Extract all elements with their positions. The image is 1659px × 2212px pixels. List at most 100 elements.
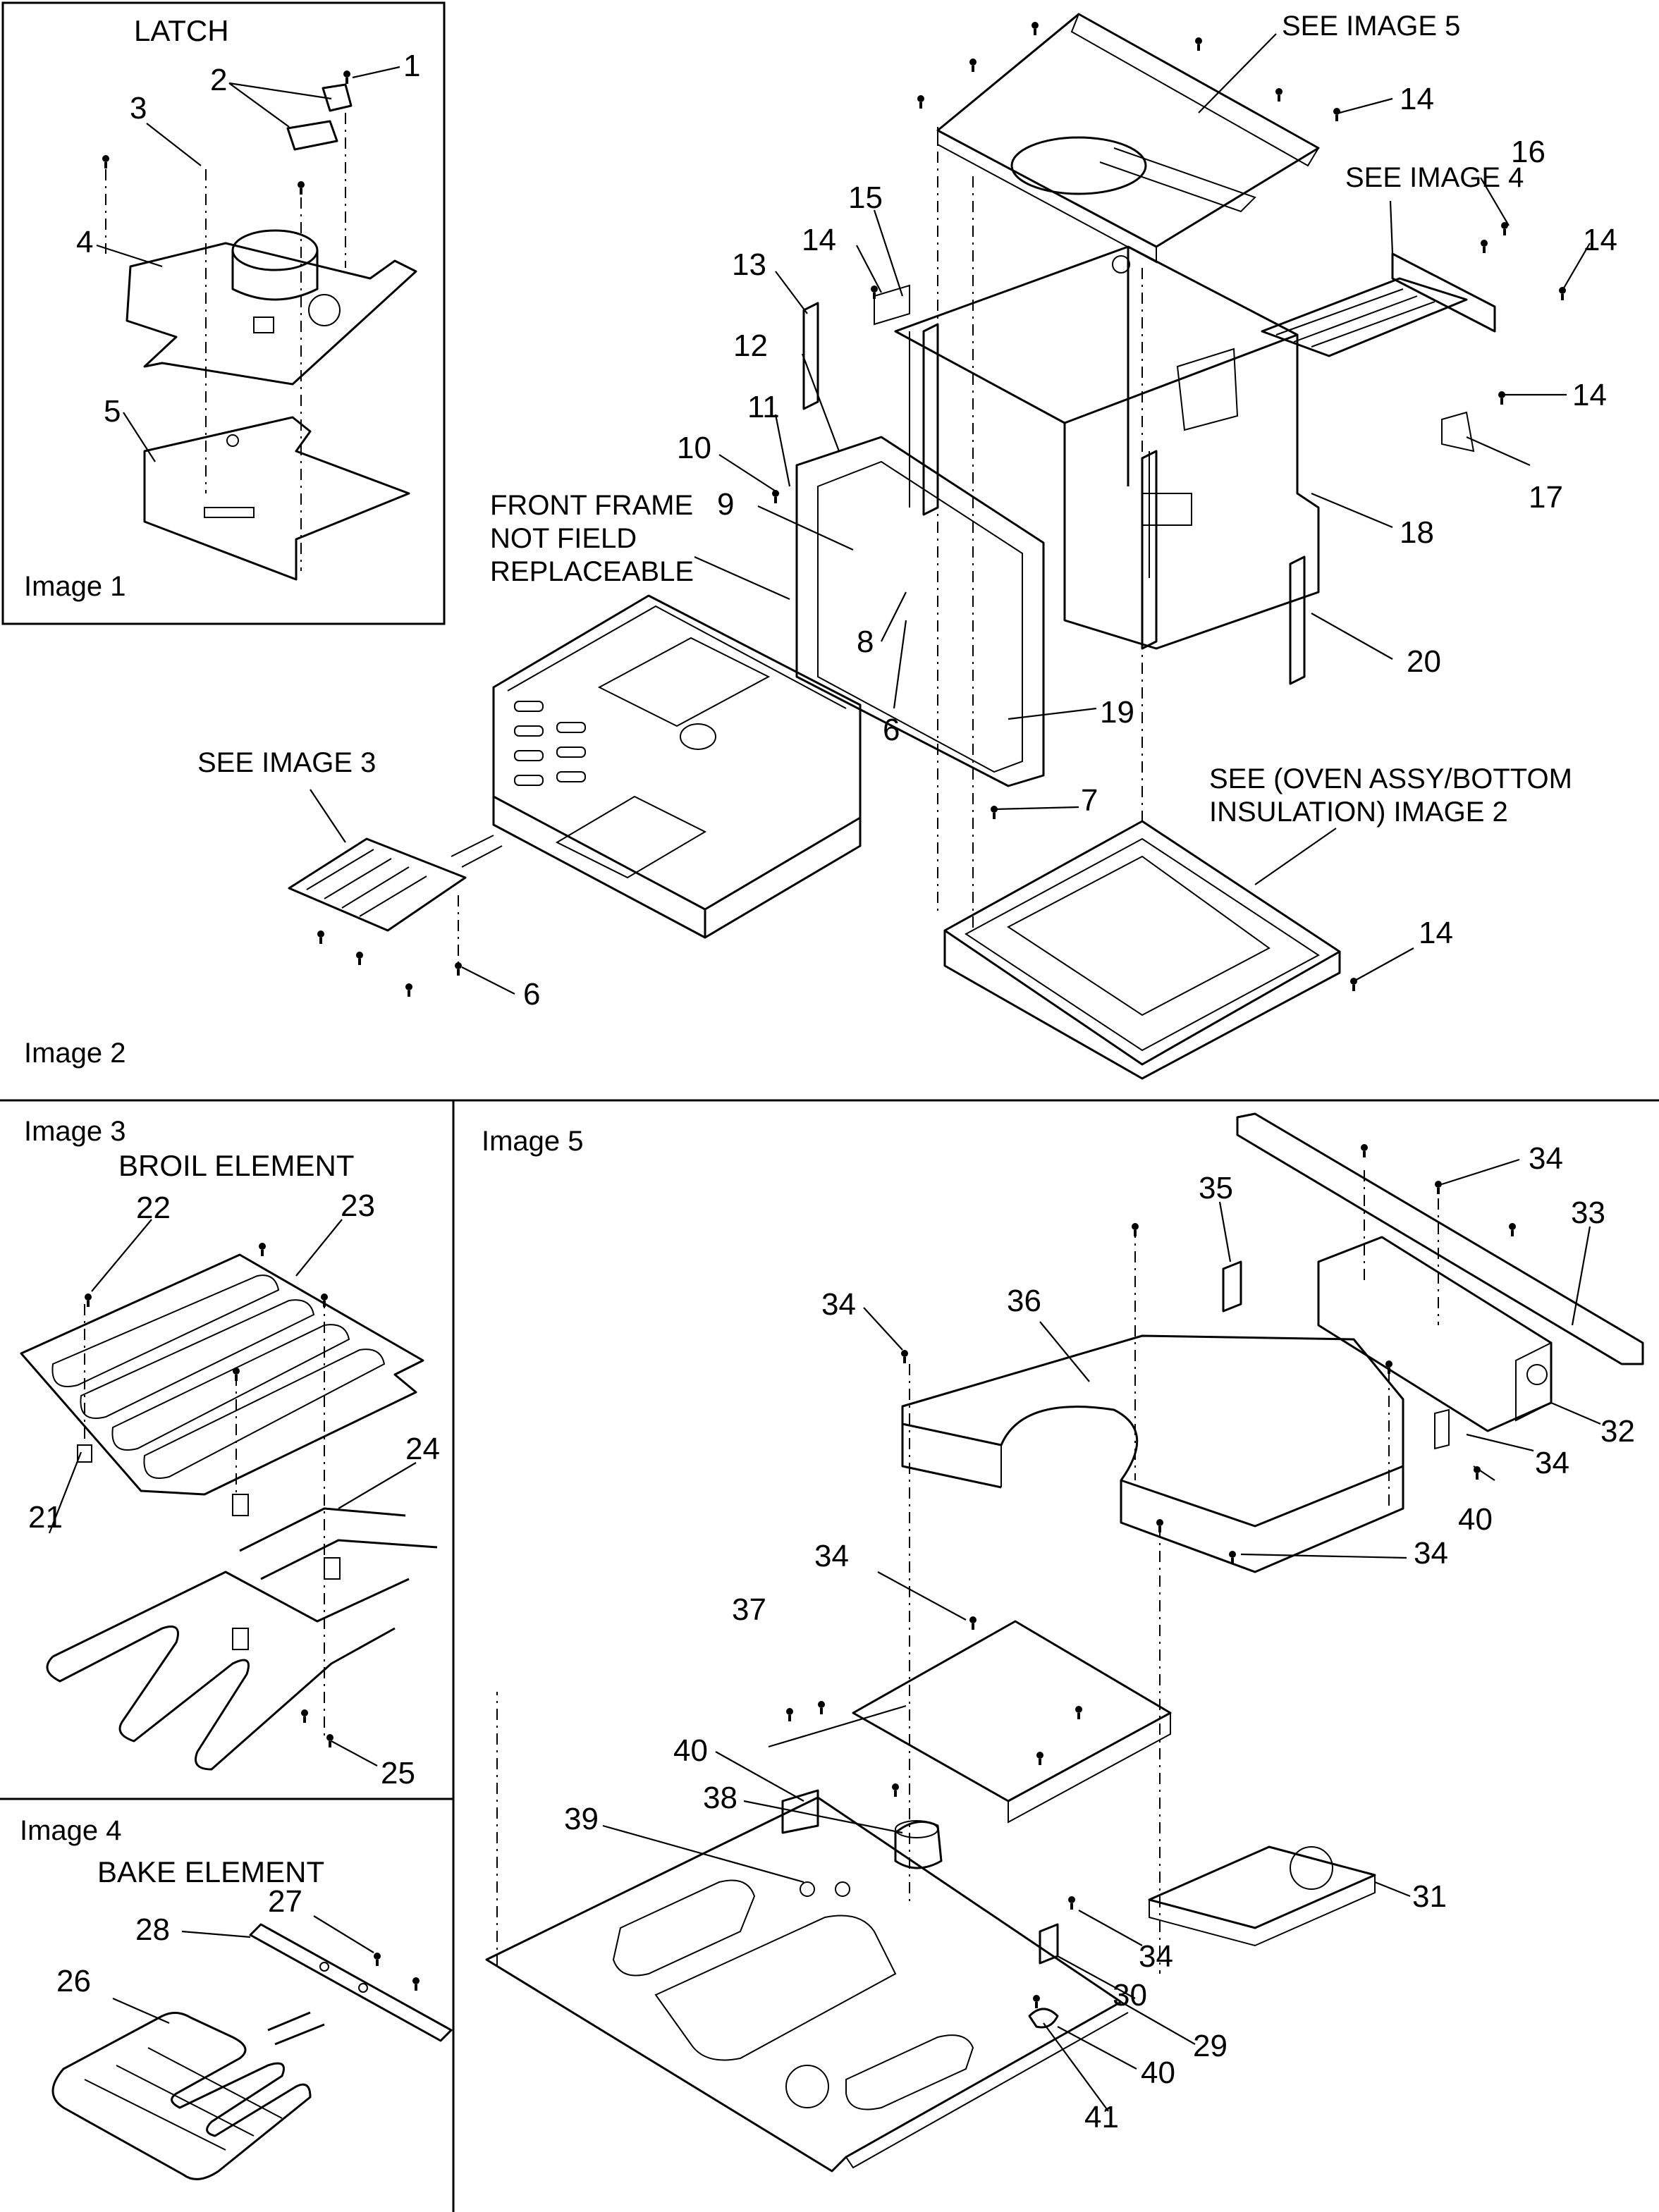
note-front-frame-1: FRONT FRAME (490, 490, 693, 521)
bracket-40-part (781, 1789, 819, 1834)
image4-title: BAKE ELEMENT (97, 1855, 324, 1888)
latch-motor-top (231, 229, 319, 271)
callout-18: 18 (1400, 515, 1434, 550)
left-rail-part (802, 302, 819, 410)
broil-reflector-channels (51, 1274, 386, 1479)
broil-element-small (288, 837, 467, 932)
latch-base-plate-part (143, 416, 410, 581)
right-rail-part (1289, 555, 1306, 685)
callout-34-b: 34 (821, 1287, 856, 1322)
bake-element-coil (51, 2012, 312, 2180)
callout-30: 30 (1113, 1978, 1147, 2013)
callout-14-a: 14 (1400, 82, 1434, 116)
callout-26: 26 (56, 1964, 91, 1998)
callout-14-c: 14 (1583, 223, 1617, 257)
callout-13: 13 (732, 247, 766, 282)
callout-29: 29 (1193, 2029, 1228, 2063)
callout-27: 27 (268, 1884, 302, 1919)
callout-33: 33 (1571, 1196, 1605, 1230)
image5-caption: Image 5 (482, 1126, 584, 1157)
callout-6-b: 6 (523, 977, 540, 1012)
broil-reflector-part (20, 1253, 424, 1496)
base-plate-part (485, 1796, 1122, 2173)
callout-34-f: 34 (1139, 1939, 1173, 1974)
image4-bake-element: Image 4 BAKE ELEMENT 28 27 26 (20, 1815, 453, 2180)
note-see-image-4: SEE IMAGE 4 (1345, 162, 1524, 193)
bottom-insulation-part (943, 820, 1341, 1066)
note-front-frame-2: NOT FIELD (490, 523, 637, 554)
callout-41: 41 (1084, 2100, 1119, 2134)
callout-20: 20 (1407, 644, 1441, 679)
bracket-35-part (1222, 1260, 1242, 1313)
callout-14-d: 14 (1572, 378, 1607, 412)
callout-2: 2 (210, 63, 227, 97)
callout-7: 7 (1081, 783, 1098, 818)
image1-caption: Image 1 (24, 571, 126, 602)
latch-plate-part (126, 242, 417, 386)
callout-17: 17 (1529, 480, 1563, 515)
callout-4: 4 (76, 225, 93, 259)
callout-34-c: 34 (1535, 1446, 1569, 1480)
callout-32: 32 (1600, 1414, 1635, 1449)
callout-38: 38 (703, 1781, 737, 1815)
callout-1: 1 (403, 49, 420, 83)
image3-broil-element: Image 3 BROIL ELEMENT 22 23 24 21 (20, 1116, 440, 1790)
callout-35: 35 (1199, 1171, 1233, 1205)
bake-element-terminals (267, 2011, 325, 2046)
air-duct-part (901, 1334, 1404, 1528)
callout-39: 39 (564, 1802, 599, 1836)
motor-38-part (894, 1820, 943, 1869)
thermostat-41-part (1028, 2008, 1059, 2029)
latch-motor-body (231, 250, 319, 301)
latch-switch-part (322, 83, 353, 112)
callout-40-b: 40 (673, 1733, 708, 1768)
image1-title: LATCH (134, 14, 229, 47)
broil-element-coil (46, 1571, 410, 1771)
note-see-oven-2: INSULATION) IMAGE 2 (1209, 797, 1508, 828)
callout-3: 3 (130, 91, 147, 125)
top-fan-opening (1010, 136, 1147, 195)
bracket-30-part (1039, 1923, 1059, 1965)
callout-22: 22 (136, 1191, 171, 1225)
channel-33-part (1236, 1112, 1644, 1365)
image1-frame (1, 1, 446, 625)
callout-10: 10 (677, 431, 711, 465)
bake-bracket-part (249, 1923, 453, 2042)
callout-16: 16 (1511, 135, 1545, 169)
bake-bracket-small (1391, 252, 1496, 333)
image2-caption: Image 2 (24, 1038, 126, 1069)
cover-plate-part (852, 1620, 1172, 1802)
image4-caption: Image 4 (20, 1815, 122, 1846)
image5-top-assembly: Image 5 (482, 1112, 1644, 2173)
cavity-side (1063, 247, 1320, 650)
note-see-image-5: SEE IMAGE 5 (1282, 11, 1460, 42)
callout-14-e: 14 (1419, 916, 1453, 950)
callout-5: 5 (104, 394, 121, 429)
liner-vent-slots (514, 701, 586, 786)
callout-14-b: 14 (802, 223, 836, 257)
callout-23: 23 (341, 1188, 375, 1223)
plate-31-part (1148, 1845, 1376, 1929)
callout-11: 11 (747, 390, 780, 424)
latch-bracket-part (286, 120, 338, 151)
callout-12: 12 (733, 328, 768, 363)
image3-caption: Image 3 (24, 1116, 126, 1147)
broil-element-terminals (239, 1507, 438, 1580)
front-frame-part (795, 436, 1045, 787)
callout-36: 36 (1007, 1284, 1041, 1318)
callout-19: 19 (1100, 695, 1134, 730)
callout-25: 25 (381, 1756, 415, 1790)
callout-21: 21 (28, 1500, 63, 1535)
callout-34-d: 34 (1414, 1536, 1448, 1571)
note-front-frame-3: REPLACEABLE (490, 556, 694, 587)
callout-34-a: 34 (1529, 1141, 1563, 1176)
callout-6-a: 6 (883, 713, 900, 747)
callout-15: 15 (848, 180, 883, 215)
image1-latch: LATCH Image 1 1 2 3 4 5 (24, 14, 420, 602)
oven-liner-part (492, 594, 862, 911)
callout-40-a: 40 (1458, 1502, 1493, 1537)
callout-28: 28 (135, 1912, 170, 1947)
callout-9: 9 (717, 487, 734, 522)
